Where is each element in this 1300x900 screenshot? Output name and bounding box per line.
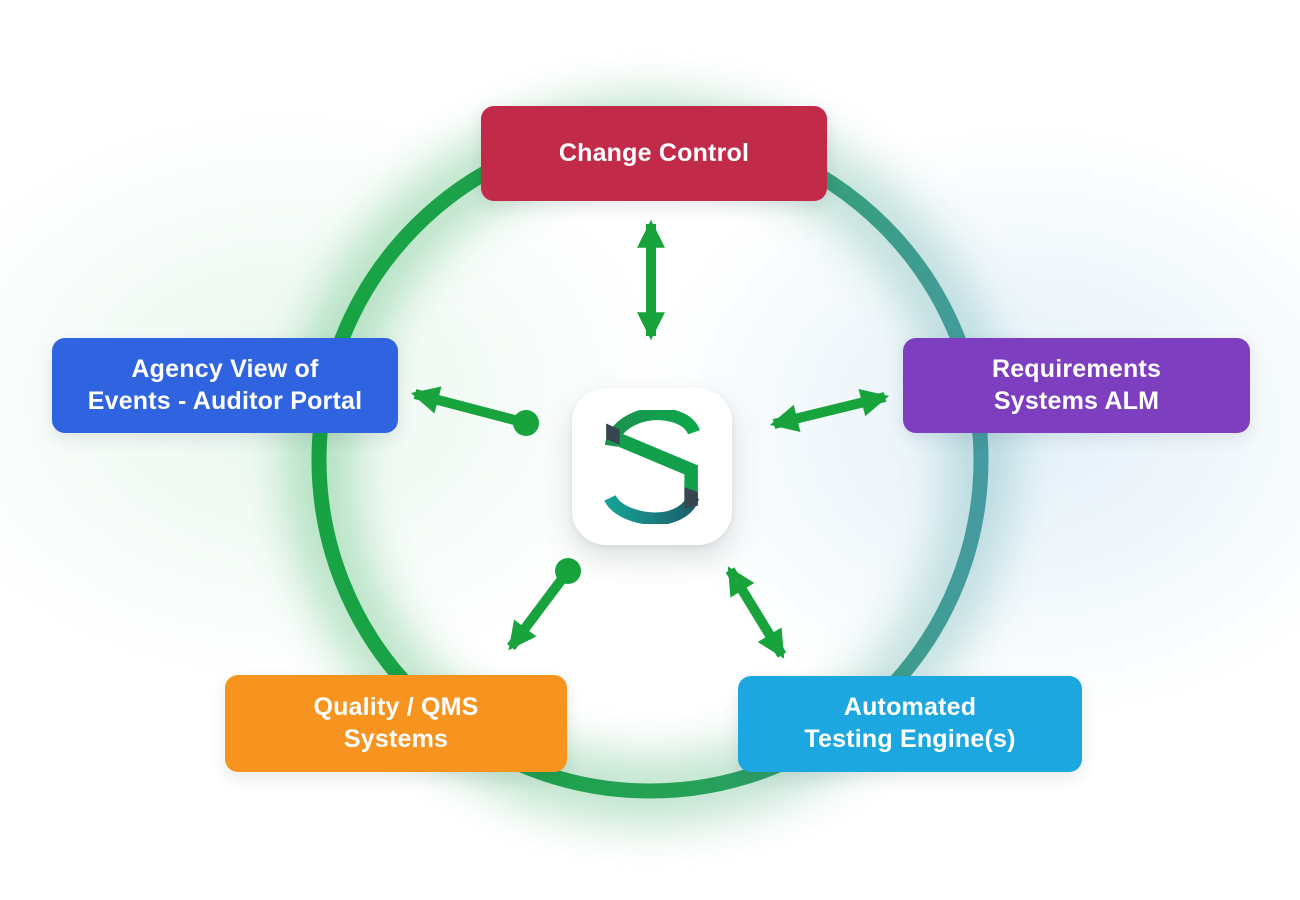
node-agency-view-auditor-portal: Agency View of Events - Auditor Portal — [52, 338, 398, 433]
node-automated-testing-engines: Automated Testing Engine(s) — [738, 676, 1082, 772]
arrow-requirements — [769, 389, 890, 432]
arrow-agency — [410, 386, 528, 428]
connector-arrows — [410, 219, 890, 659]
hub-card — [572, 388, 732, 545]
node-change-control: Change Control — [481, 106, 827, 201]
node-requirements-systems-alm: Requirements Systems ALM — [903, 338, 1250, 433]
node-quality-qms-systems: Quality / QMS Systems — [225, 675, 567, 772]
arrow-automated-testing — [725, 566, 787, 659]
arrow-quality — [507, 568, 572, 651]
s-mark-logo-icon — [603, 409, 700, 524]
